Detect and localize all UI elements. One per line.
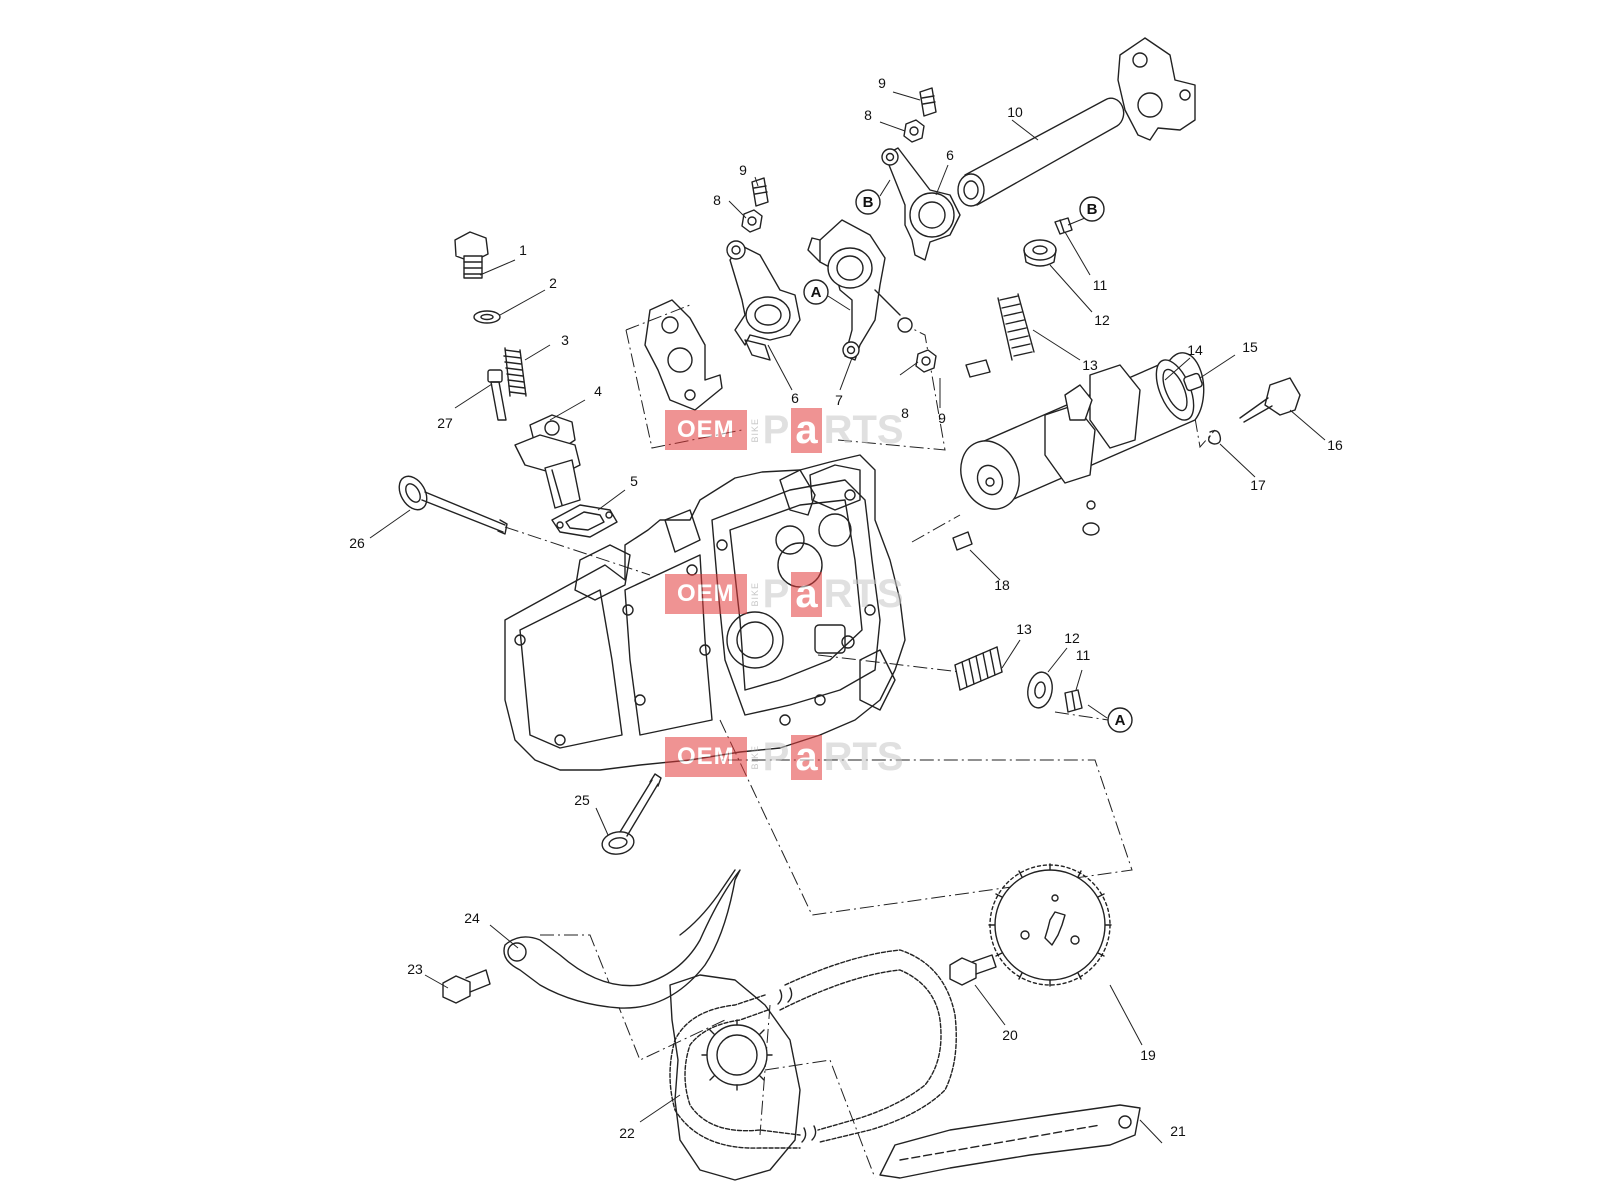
leader-lines	[369, 91, 1326, 1144]
sprocket-bolt	[949, 954, 997, 986]
valve-spring-lower	[954, 646, 1003, 691]
callout-18: 18	[994, 577, 1010, 593]
callout-14: 14	[1187, 342, 1203, 358]
watermark-bike: BIKE	[749, 417, 760, 443]
washer	[473, 310, 501, 324]
callout-10: 10	[1007, 104, 1023, 120]
callout-16: 16	[1327, 437, 1343, 453]
camshaft	[960, 352, 1205, 510]
callout-26: 26	[349, 535, 365, 551]
callout-13-bottom: 13	[1016, 621, 1032, 637]
spring-retainer-upper	[1023, 239, 1057, 267]
callout-8-top: 8	[864, 107, 872, 123]
callout-11-top: 11	[1093, 277, 1108, 293]
tensioner-spring	[503, 347, 527, 397]
watermark-bike: BIKE	[749, 581, 760, 607]
marker-a-top: A	[811, 284, 822, 301]
callout-25: 25	[574, 792, 590, 808]
exhaust-valve-bottom	[601, 773, 662, 855]
spring-retainer-lower	[1027, 671, 1053, 709]
watermark-oem: OEM	[665, 410, 747, 450]
watermark-oem: OEM	[665, 737, 747, 777]
callout-21: 21	[1170, 1123, 1186, 1139]
callout-12-top: 12	[1094, 312, 1110, 328]
rocker-arm-right	[881, 147, 961, 261]
callout-11-bottom: 11	[1076, 647, 1091, 663]
watermark-parts: P a RTS	[762, 571, 904, 617]
camshaft-end-parts	[952, 372, 1301, 551]
callout-17: 17	[1250, 477, 1266, 493]
callout-13-top: 13	[1082, 357, 1098, 373]
callout-12-bottom: 12	[1064, 630, 1080, 646]
callout-19: 19	[1140, 1047, 1156, 1063]
callout-8-mid: 8	[713, 192, 721, 208]
cam-chain	[669, 949, 957, 1149]
plug-bolt	[454, 231, 489, 279]
callout-6-left: 6	[791, 390, 799, 406]
callout-24: 24	[464, 910, 480, 926]
chain-slipper	[879, 1104, 1141, 1179]
lock-nuts	[741, 119, 937, 373]
chain-guide	[503, 869, 741, 1009]
guide-bolt	[442, 969, 491, 1004]
watermark-bike: BIKE	[749, 744, 760, 770]
callout-2: 2	[549, 275, 557, 291]
adjuster-screws	[751, 87, 991, 378]
callout-8-bottom: 8	[901, 405, 909, 421]
watermark-parts: P a RTS	[762, 734, 904, 780]
rocker-shaft	[957, 97, 1125, 207]
callout-5: 5	[630, 473, 638, 489]
callout-23: 23	[407, 961, 423, 977]
tensioner-gasket	[551, 504, 618, 538]
rocker-support-left	[644, 299, 723, 411]
assembly-dashed-lines	[504, 304, 1216, 1179]
callout-9-bottom: 9	[938, 410, 946, 426]
watermark-parts: P a RTS	[762, 407, 904, 453]
marker-b-left: B	[863, 194, 874, 211]
callout-9-mid: 9	[739, 162, 747, 178]
callout-4: 4	[594, 383, 602, 399]
valve-cotters-upper	[1054, 217, 1073, 235]
reference-markers: A A B B	[803, 179, 1133, 733]
cam-sprocket	[988, 863, 1112, 987]
rocker-arm-left	[726, 240, 801, 361]
watermark-oem: OEM	[665, 574, 747, 614]
valve-springs-upper	[997, 293, 1035, 361]
crank-housing-outline	[669, 974, 801, 1181]
callout-22: 22	[619, 1125, 635, 1141]
rocker-arm-center	[807, 219, 913, 361]
callout-27: 27	[437, 415, 453, 431]
callout-7: 7	[835, 392, 843, 408]
intake-valve-left	[398, 475, 508, 535]
callout-numbers: 1 2 3 4 5 6 6 7 8 8 8 9 9 9 10 11 11 12 …	[349, 75, 1343, 1141]
marker-a-bottom: A	[1115, 712, 1126, 729]
rocker-support-right	[1117, 37, 1196, 141]
callout-9-top: 9	[878, 75, 886, 91]
cam-chain-tensioner	[514, 414, 581, 509]
watermark-bottom: OEM BIKE P a RTS	[665, 734, 904, 780]
watermark-top: OEM BIKE P a RTS	[665, 407, 904, 453]
callout-15: 15	[1242, 339, 1258, 355]
callout-6-right: 6	[946, 147, 954, 163]
valve-cotters-lower	[1064, 689, 1083, 713]
callout-1: 1	[519, 242, 527, 258]
tensioner-bolt	[487, 369, 507, 421]
marker-b-right: B	[1087, 201, 1098, 218]
watermark-middle: OEM BIKE P a RTS	[665, 571, 904, 617]
callout-3: 3	[561, 332, 569, 348]
cylinder-head	[504, 454, 906, 771]
callout-20: 20	[1002, 1027, 1018, 1043]
